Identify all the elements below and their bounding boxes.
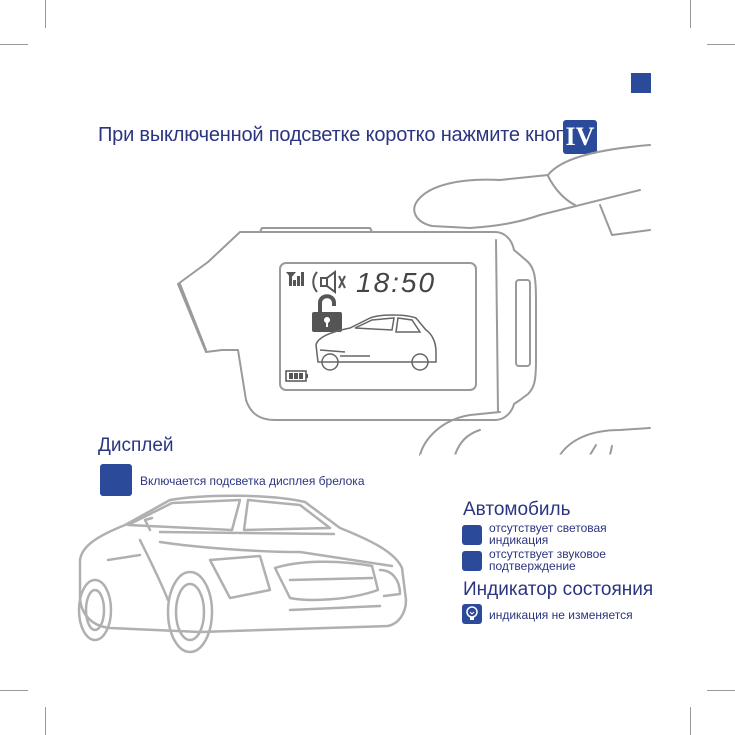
crop-mark bbox=[45, 0, 46, 28]
crop-mark bbox=[0, 690, 28, 691]
car-item-text: отсутствует световая индикация bbox=[489, 522, 607, 546]
crop-mark bbox=[0, 44, 28, 45]
status-section-title: Индикатор состояния bbox=[463, 579, 654, 600]
display-item-text: Включается подсветка дисплея брелока bbox=[140, 474, 365, 488]
car-item-bullet bbox=[462, 551, 482, 571]
car-item-line: отсутствует звуковое bbox=[489, 547, 606, 561]
crop-mark bbox=[690, 707, 691, 735]
button-iv-badge: IV bbox=[563, 120, 597, 154]
car-item-line: индикация bbox=[489, 533, 549, 547]
speaker-off-icon bbox=[312, 270, 346, 294]
car-section-title: Автомобиль bbox=[463, 499, 571, 520]
display-bullet bbox=[100, 464, 132, 496]
fob-time-display: 18:50 bbox=[356, 267, 437, 298]
car-item-bullet bbox=[462, 525, 482, 545]
page-marker bbox=[631, 73, 651, 93]
car-item-line: подтверждение bbox=[489, 559, 576, 573]
crop-mark bbox=[690, 0, 691, 28]
battery-icon bbox=[285, 370, 308, 382]
lamp-icon bbox=[462, 604, 482, 624]
crop-mark bbox=[707, 44, 735, 45]
car-icon bbox=[315, 314, 437, 371]
instruction-text: При выключенной подсветке коротко нажмит… bbox=[98, 124, 585, 146]
unlock-icon bbox=[312, 294, 342, 332]
crop-mark bbox=[707, 690, 735, 691]
display-section-title: Дисплей bbox=[98, 435, 174, 456]
status-item-text: индикация не изменяется bbox=[489, 608, 633, 622]
car-item-text: отсутствует звуковое подтверждение bbox=[489, 548, 606, 572]
crop-mark bbox=[45, 707, 46, 735]
signal-icon bbox=[286, 272, 304, 286]
car-item-line: отсутствует световая bbox=[489, 521, 607, 535]
